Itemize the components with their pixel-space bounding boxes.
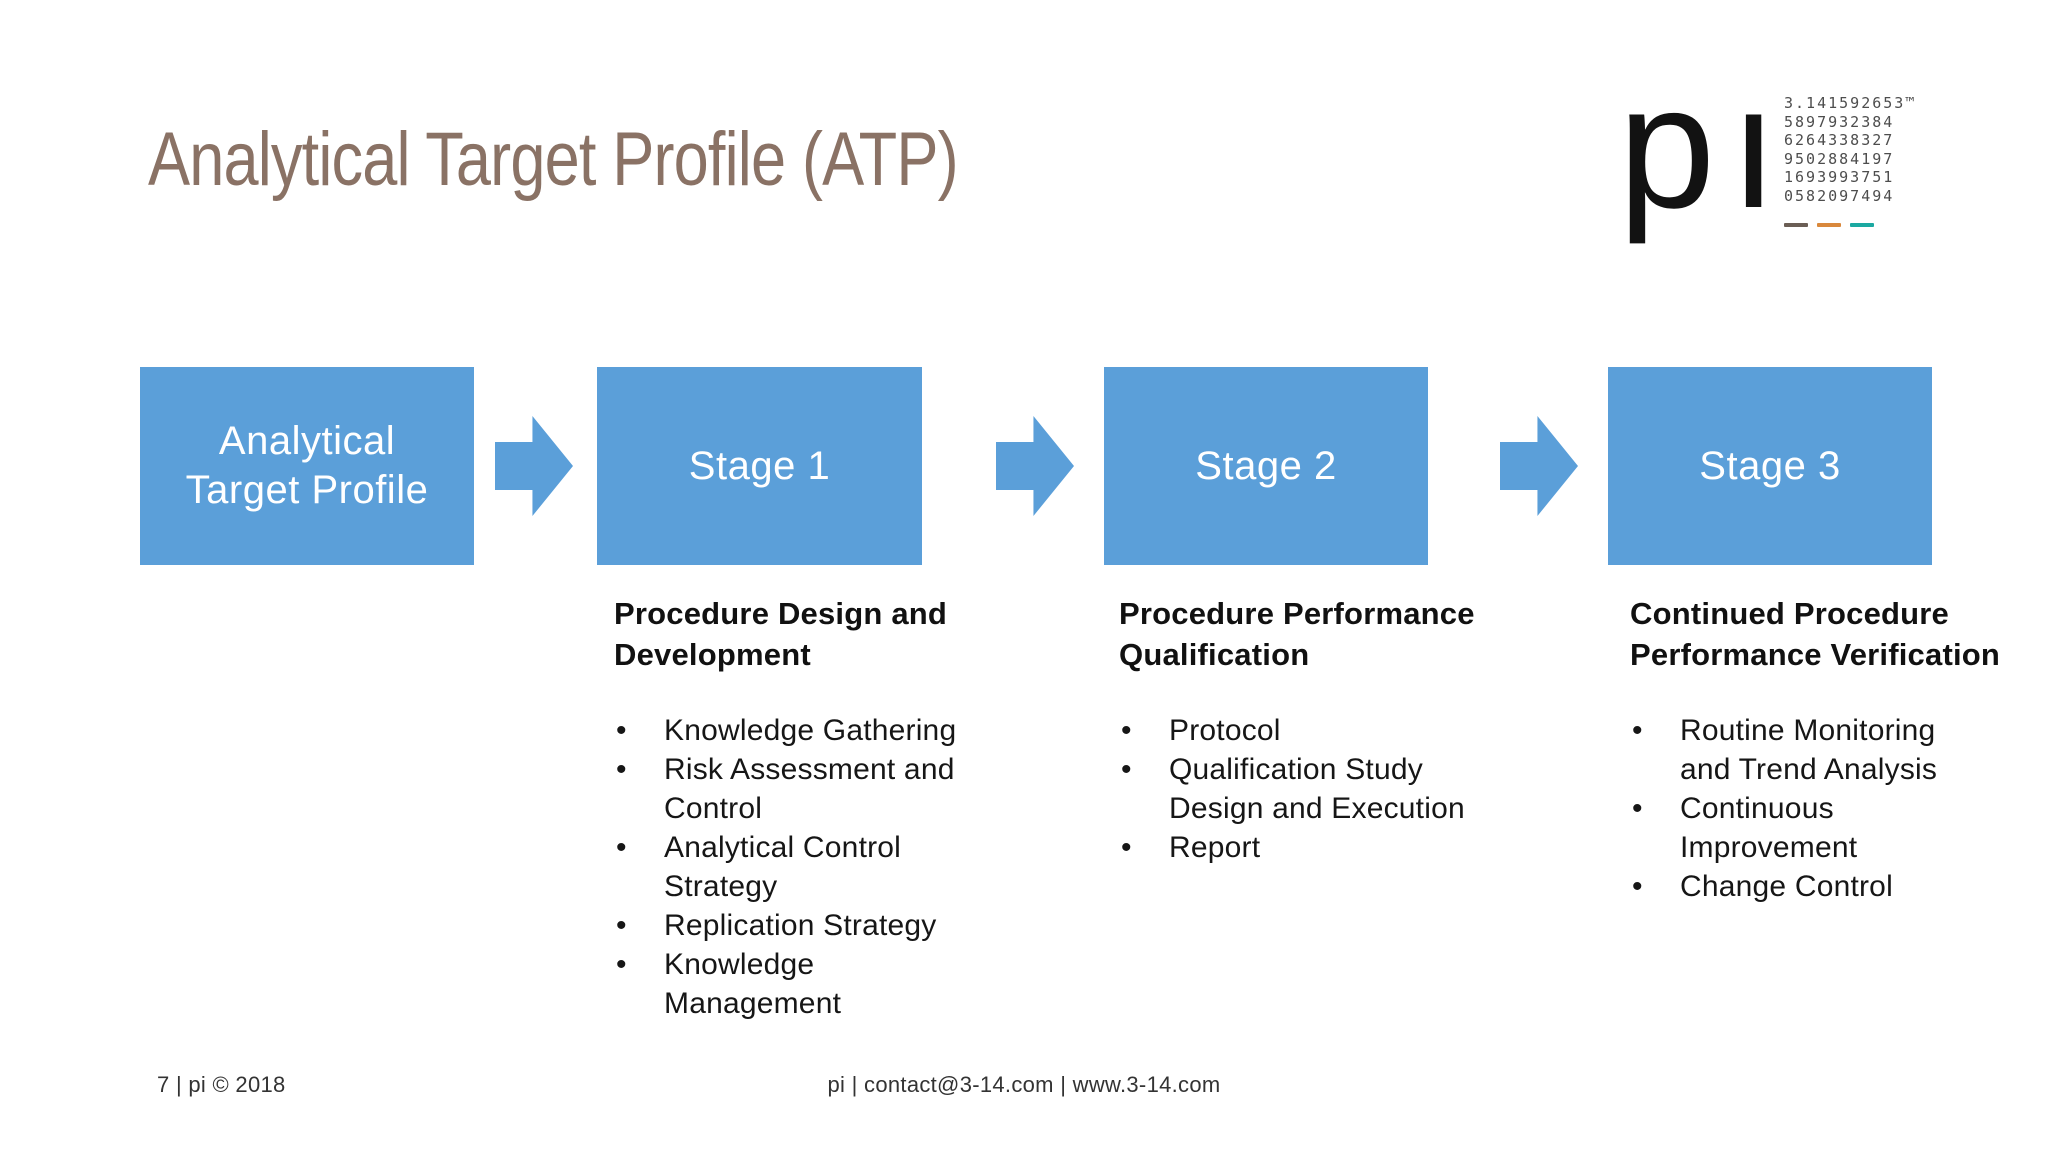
bullet-item: Replication Strategy (614, 906, 1044, 945)
stage-3-heading: Continued Procedure Performance Verifica… (1630, 596, 2001, 672)
bullet-item: Continuous Improvement (1630, 789, 2048, 867)
bullet-item: Knowledge Management (614, 945, 1044, 1023)
pi-digits-line: 0582097494 (1784, 186, 1895, 205)
pi-digits-line: 1693993751 (1784, 168, 1895, 186)
footer-contact-info: pi | contact@3-14.com | www.3-14.com (827, 1072, 1221, 1097)
pi-digits-line: 3.141592653™ (1784, 94, 1917, 112)
flow-box-stage-2: Stage 2 (1104, 367, 1428, 565)
bullet-item: Knowledge Gathering (614, 711, 1044, 750)
pi-digits-line: 5897932384 (1784, 112, 1895, 131)
pi-logo-dashes (1784, 223, 1874, 227)
bullet-item: Routine Monitoring and Trend Analysis (1630, 711, 2048, 789)
logo-dash-brown (1784, 223, 1808, 227)
slide-number-and-copyright: 7 | pi © 2018 (157, 1072, 286, 1097)
arrow-right-icon (1500, 416, 1578, 516)
bullet-item: Report (1119, 828, 1549, 867)
logo-dash-teal (1850, 223, 1874, 227)
flow-box-analytical-target-profile: Analytical Target Profile (140, 367, 474, 565)
pi-logo-digits: 3.141592653™ 5897932384 6264338327 95028… (1784, 94, 1916, 205)
stage-1-details: Procedure Design and Development Knowled… (614, 593, 1044, 1023)
flow-box-stage-1: Stage 1 (597, 367, 922, 565)
logo-dash-orange (1817, 223, 1841, 227)
pi-digits-line: 9502884197 (1784, 149, 1895, 168)
page-title: Analytical Target Profile (ATP) (148, 117, 959, 202)
stage-2-heading: Procedure Performance Qualification (1119, 596, 1475, 672)
pi-digits-line: 6264338327 (1784, 131, 1895, 149)
stage-1-bullet-list: Knowledge Gathering Risk Assessment and … (614, 711, 1044, 1023)
flow-box-stage-3: Stage 3 (1608, 367, 1932, 565)
pi-logo-wordmark: pı (1618, 50, 1792, 245)
bullet-item: Change Control (1630, 867, 2048, 906)
stage-3-bullet-list: Routine Monitoring and Trend Analysis Co… (1630, 711, 2048, 906)
bullet-item: Analytical Control Strategy (614, 828, 1044, 906)
stage-3-details: Continued Procedure Performance Verifica… (1630, 593, 2048, 906)
arrow-right-icon (996, 416, 1074, 516)
arrow-right-icon (495, 416, 573, 516)
stage-1-heading: Procedure Design and Development (614, 596, 948, 672)
stage-2-bullet-list: Protocol Qualification Study Design and … (1119, 711, 1549, 867)
bullet-item: Risk Assessment and Control (614, 750, 1044, 828)
bullet-item: Qualification Study Design and Execution (1119, 750, 1549, 828)
bullet-item: Protocol (1119, 711, 1549, 750)
stage-2-details: Procedure Performance Qualification Prot… (1119, 593, 1549, 867)
